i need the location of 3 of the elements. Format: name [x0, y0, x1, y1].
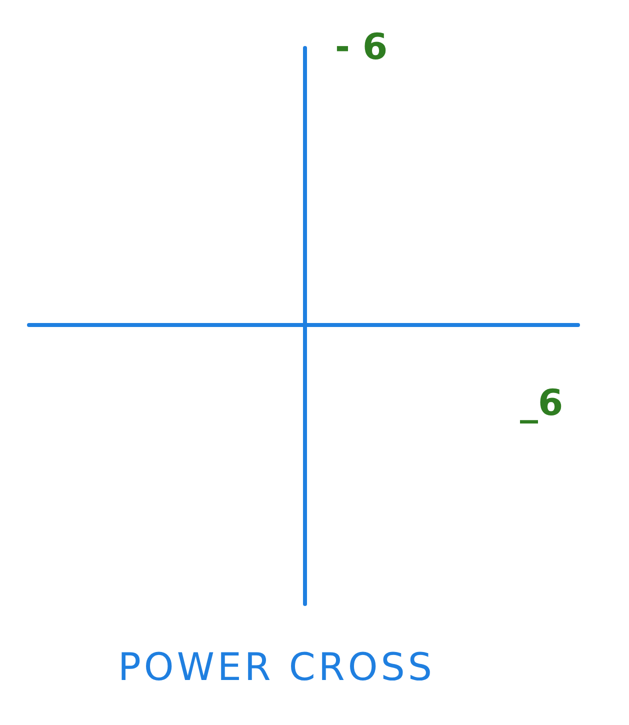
meridian-power-label: _6	[520, 386, 564, 422]
caption: POWER CROSS	[118, 648, 435, 686]
meridian-power-label: - 6	[335, 30, 388, 66]
